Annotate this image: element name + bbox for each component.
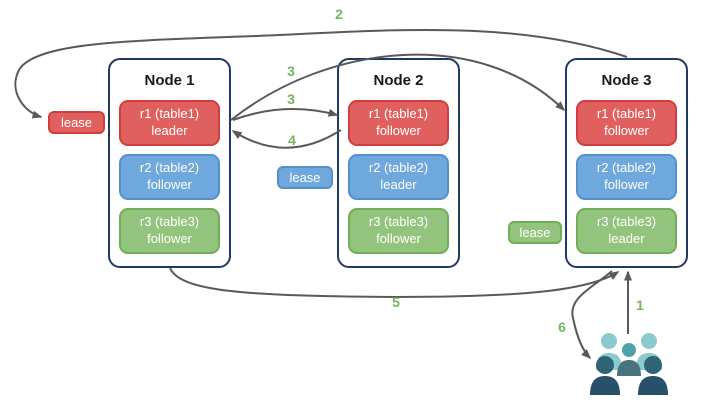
replica-name: r3 (table3): [596, 214, 657, 230]
step-label-1: 1: [636, 297, 644, 313]
step-label-6: 6: [558, 319, 566, 335]
replica-name: r2 (table2): [368, 160, 429, 176]
replica-name: r1 (table1): [368, 106, 429, 122]
user-front-left-icon: [590, 356, 620, 395]
step-label-3-top: 3: [287, 63, 295, 79]
step-label-2: 2: [335, 6, 343, 22]
users-group-icon: [590, 333, 668, 395]
node-1-title: Node 1: [144, 72, 195, 89]
node-2-box: Node 2 r1 (table1) follower r2 (table2) …: [337, 58, 460, 268]
node-2-replica-r1: r1 (table1) follower: [348, 100, 449, 146]
arrow-step-3-to-node2: [232, 108, 339, 121]
step-label-5: 5: [392, 294, 400, 310]
replica-name: r3 (table3): [368, 214, 429, 230]
node-1-replica-r3: r3 (table3) follower: [119, 208, 220, 254]
node-2-replica-r2: r2 (table2) leader: [348, 154, 449, 200]
replica-role: leader: [380, 177, 417, 192]
replica-role: follower: [604, 123, 649, 138]
replica-role: leader: [151, 123, 188, 138]
node-2-title: Node 2: [373, 72, 424, 89]
node-3-replica-r3: r3 (table3) leader: [576, 208, 677, 254]
user-front-right-icon: [638, 356, 668, 395]
lease-red-label: lease: [48, 111, 105, 134]
replica-role: follower: [376, 231, 421, 246]
node-3-title: Node 3: [601, 72, 652, 89]
replica-name: r1 (table1): [139, 106, 200, 122]
arrow-step-5: [169, 267, 620, 299]
lease-blue-label: lease: [277, 166, 333, 189]
replica-role: follower: [147, 231, 192, 246]
step-label-4: 4: [288, 132, 296, 148]
node-3-replica-r2: r2 (table2) follower: [576, 154, 677, 200]
replica-role: follower: [147, 177, 192, 192]
replica-role: leader: [608, 231, 645, 246]
lease-green-label: lease: [508, 221, 562, 244]
user-middle-icon: [617, 343, 641, 376]
node-3-replica-r1: r1 (table1) follower: [576, 100, 677, 146]
replica-role: follower: [376, 123, 421, 138]
replica-name: r2 (table2): [596, 160, 657, 176]
node-1-replica-r1: r1 (table1) leader: [119, 100, 220, 146]
node-1-box: Node 1 r1 (table1) leader r2 (table2) fo…: [108, 58, 231, 268]
replica-name: r1 (table1): [596, 106, 657, 122]
replica-role: follower: [604, 177, 649, 192]
node-2-replica-r3: r3 (table3) follower: [348, 208, 449, 254]
step-label-3-mid: 3: [287, 91, 295, 107]
node-1-replica-r2: r2 (table2) follower: [119, 154, 220, 200]
node-3-box: Node 3 r1 (table1) follower r2 (table2) …: [565, 58, 688, 268]
replica-name: r2 (table2): [139, 160, 200, 176]
replica-name: r3 (table3): [139, 214, 200, 230]
